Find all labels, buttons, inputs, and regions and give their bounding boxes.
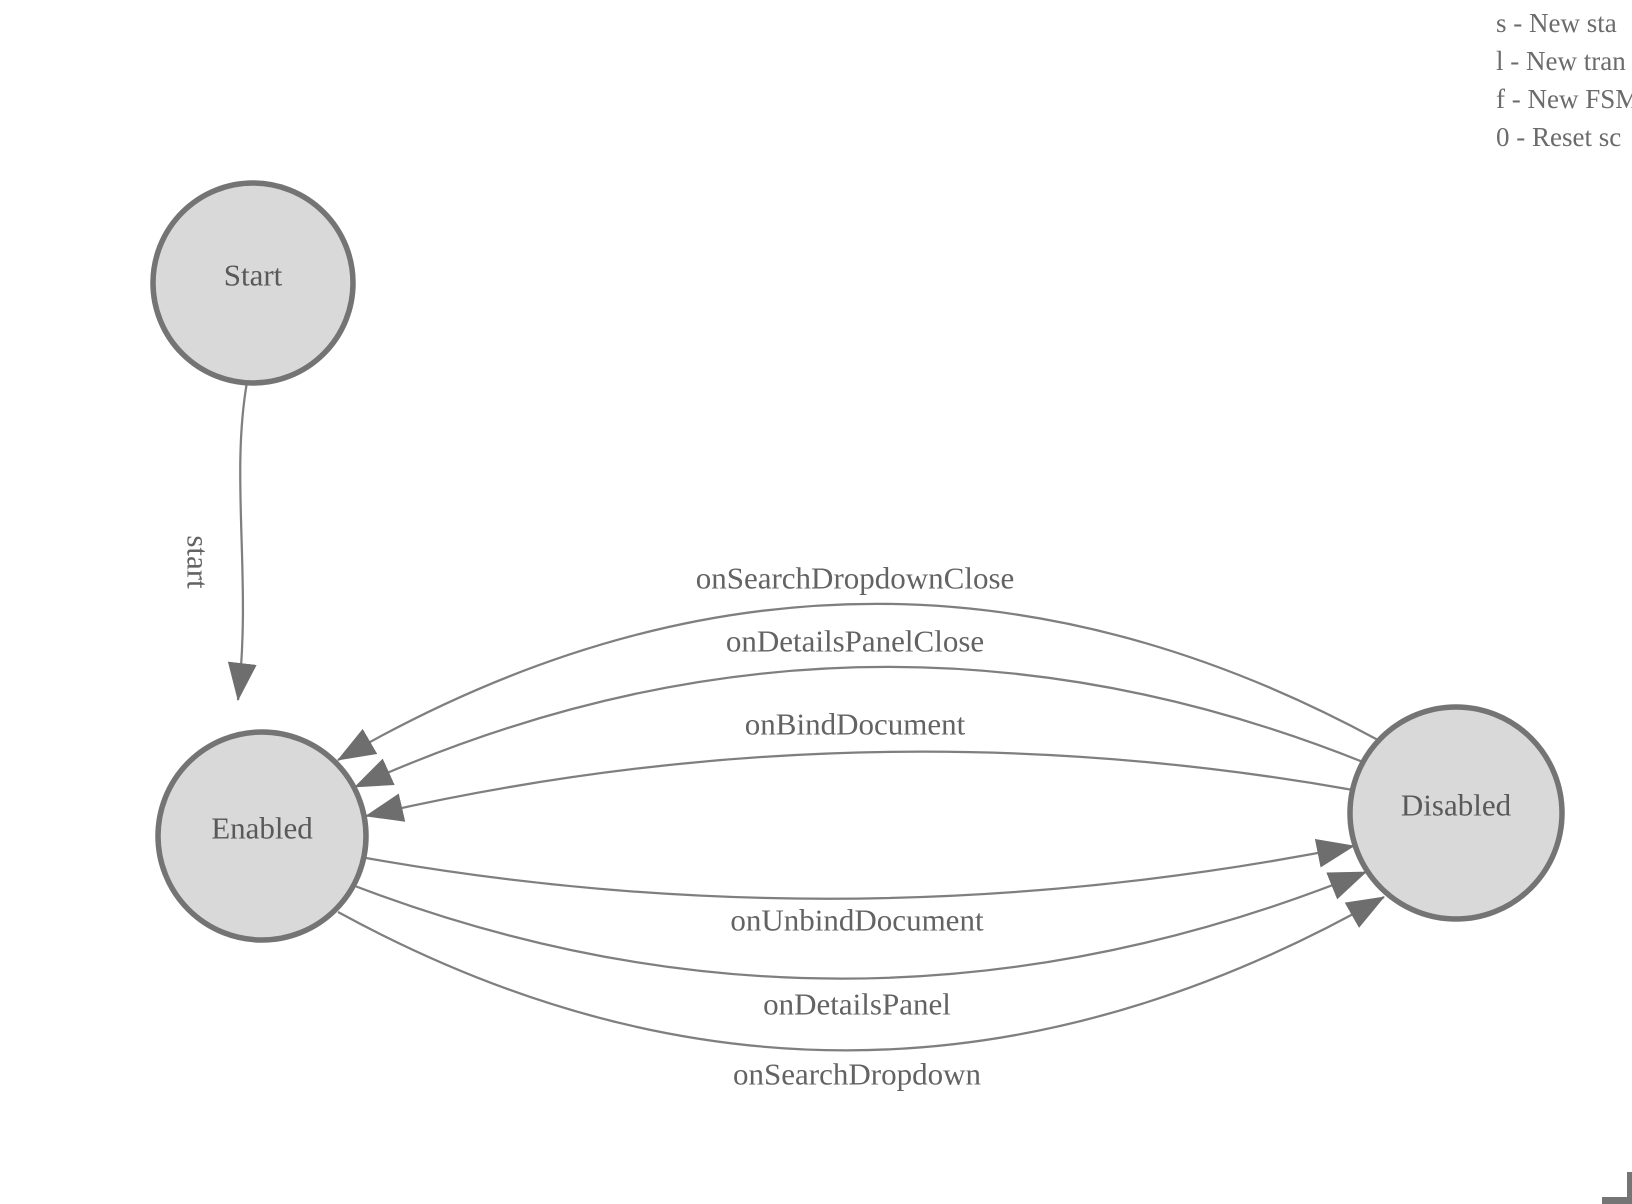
transition-on-unbind-document[interactable]: onUnbindDocument bbox=[365, 839, 1355, 938]
transition-on-search-dropdown-close[interactable]: onSearchDropdownClose bbox=[337, 561, 1379, 761]
transition-path-on-search-dropdown-close[interactable] bbox=[337, 602, 1379, 761]
transition-on-bind-document[interactable]: onBindDocument bbox=[365, 707, 1354, 822]
transition-path-start[interactable] bbox=[227, 381, 257, 701]
legend-line-new-state: s - New sta bbox=[1496, 8, 1617, 38]
transition-on-details-panel-close[interactable]: onDetailsPanelClose bbox=[354, 624, 1364, 789]
keyboard-shortcuts-legend: s - New sta l - New tran f - New FSM 0 -… bbox=[1496, 4, 1632, 156]
state-disabled[interactable]: Disabled bbox=[1347, 704, 1565, 922]
state-label-enabled: Enabled bbox=[211, 811, 313, 846]
transition-label-on-search-dropdown-close[interactable]: onSearchDropdownClose bbox=[696, 561, 1015, 596]
transition-path-on-details-panel-close[interactable] bbox=[354, 665, 1364, 789]
transition-path-on-details-panel[interactable] bbox=[354, 870, 1367, 980]
transition-label-start[interactable]: start bbox=[181, 535, 216, 589]
state-label-disabled: Disabled bbox=[1401, 788, 1512, 823]
state-label-start: Start bbox=[224, 258, 283, 293]
legend-line-reset: 0 - Reset sc bbox=[1496, 122, 1622, 152]
offscreen-element-corner-vertical bbox=[1627, 1172, 1632, 1204]
transition-path-on-bind-document[interactable] bbox=[365, 750, 1354, 822]
transition-label-on-details-panel-close[interactable]: onDetailsPanelClose bbox=[726, 624, 984, 659]
state-circle-enabled[interactable] bbox=[155, 729, 369, 943]
legend-line-new-transition: l - New tran bbox=[1496, 46, 1626, 76]
state-circle-start[interactable] bbox=[150, 180, 356, 386]
state-circle-disabled[interactable] bbox=[1347, 704, 1565, 922]
transition-start[interactable]: start bbox=[181, 381, 257, 701]
transitions-layer: start onSearchDropdownClose onDetailsPanel… bbox=[181, 381, 1385, 1092]
offscreen-element-corner-horizontal bbox=[1602, 1197, 1632, 1204]
transition-on-details-panel[interactable]: onDetailsPanel bbox=[354, 870, 1367, 1022]
transition-label-on-unbind-document[interactable]: onUnbindDocument bbox=[730, 903, 984, 938]
transition-label-on-bind-document[interactable]: onBindDocument bbox=[745, 707, 966, 742]
transition-on-search-dropdown[interactable]: onSearchDropdown bbox=[337, 896, 1385, 1092]
transition-label-on-search-dropdown[interactable]: onSearchDropdown bbox=[733, 1057, 981, 1092]
state-start[interactable]: Start bbox=[150, 180, 356, 386]
transition-label-on-details-panel[interactable]: onDetailsPanel bbox=[763, 987, 951, 1022]
legend-line-new-fsm: f - New FSM bbox=[1496, 84, 1632, 114]
transition-path-on-unbind-document[interactable] bbox=[365, 839, 1355, 900]
transition-path-on-search-dropdown[interactable] bbox=[337, 896, 1385, 1052]
state-enabled[interactable]: Enabled bbox=[155, 729, 369, 943]
